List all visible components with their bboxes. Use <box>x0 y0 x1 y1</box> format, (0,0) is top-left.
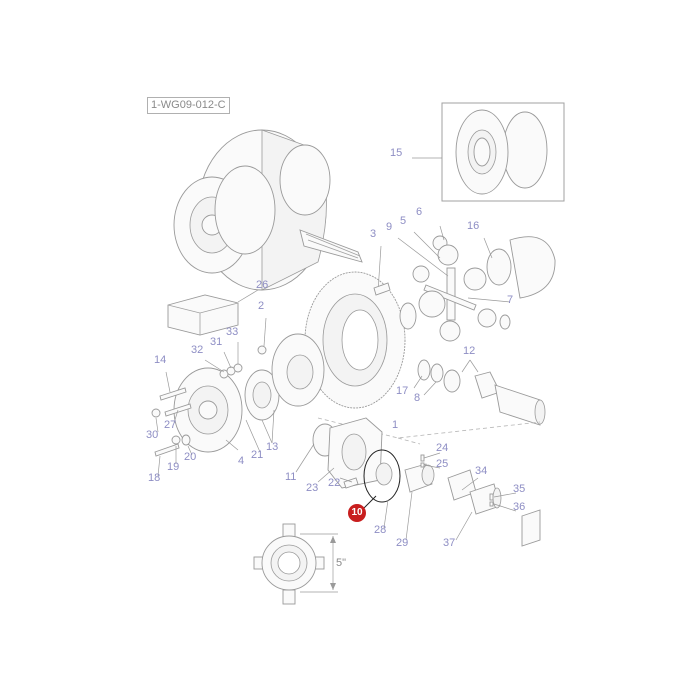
part-callout: 37 <box>443 537 456 549</box>
part-callout: 1 <box>392 419 399 431</box>
drawing-reference-code: 1-WG09-012-C <box>147 97 230 114</box>
part-callout: 15 <box>390 147 403 159</box>
part-callout: 33 <box>226 326 239 338</box>
part-callout: 7 <box>507 294 514 306</box>
dimension-label: 5" <box>336 557 347 569</box>
part-callout: 20 <box>184 451 197 463</box>
part-callout: 27 <box>164 419 177 431</box>
assembled-differential-illustration <box>173 129 363 291</box>
kit-box-illustration <box>167 289 259 336</box>
part-callout: 21 <box>251 449 264 461</box>
part-callout: 11 <box>285 471 297 483</box>
part-callout: 19 <box>167 461 180 473</box>
part-callout: 28 <box>374 524 387 536</box>
part-callout: 34 <box>475 465 488 477</box>
carrier-top-view-illustration <box>253 523 338 605</box>
part-callout: 36 <box>513 501 526 513</box>
carrier-inset-box <box>412 102 565 202</box>
part-callout: 13 <box>266 441 279 453</box>
part-callout: 35 <box>513 483 526 495</box>
part-callout: 22 <box>328 477 341 489</box>
part-callout: 17 <box>396 385 409 397</box>
part-callout: 16 <box>467 220 480 232</box>
axle-housing-illustration <box>295 417 541 547</box>
part-callout: 31 <box>210 336 223 348</box>
ring-gear-illustration <box>304 245 406 409</box>
part-callout: 18 <box>148 472 161 484</box>
part-callout: 14 <box>154 354 167 366</box>
part-callout: 9 <box>386 221 393 233</box>
part-callout: 8 <box>414 392 421 404</box>
part-callout: 25 <box>436 458 449 470</box>
carrier-half-illustration <box>173 317 325 453</box>
part-callout: 23 <box>306 482 319 494</box>
part-callout: 26 <box>256 279 269 291</box>
bolts-illustration <box>151 371 193 477</box>
highlighted-part-callout[interactable]: 10 <box>348 504 366 522</box>
part-callout: 24 <box>436 442 449 454</box>
part-callout: 4 <box>238 455 245 467</box>
part-callout: 6 <box>416 206 423 218</box>
part-callout: 12 <box>463 345 476 357</box>
gear-cluster-illustration <box>397 225 556 342</box>
part-callout: 3 <box>370 228 377 240</box>
part-callout: 32 <box>191 344 204 356</box>
pinion-shaft-illustration <box>317 359 546 445</box>
part-callout: 2 <box>258 300 265 312</box>
part-callout: 29 <box>396 537 409 549</box>
part-callout: 30 <box>146 429 159 441</box>
part-callout: 5 <box>400 215 407 227</box>
